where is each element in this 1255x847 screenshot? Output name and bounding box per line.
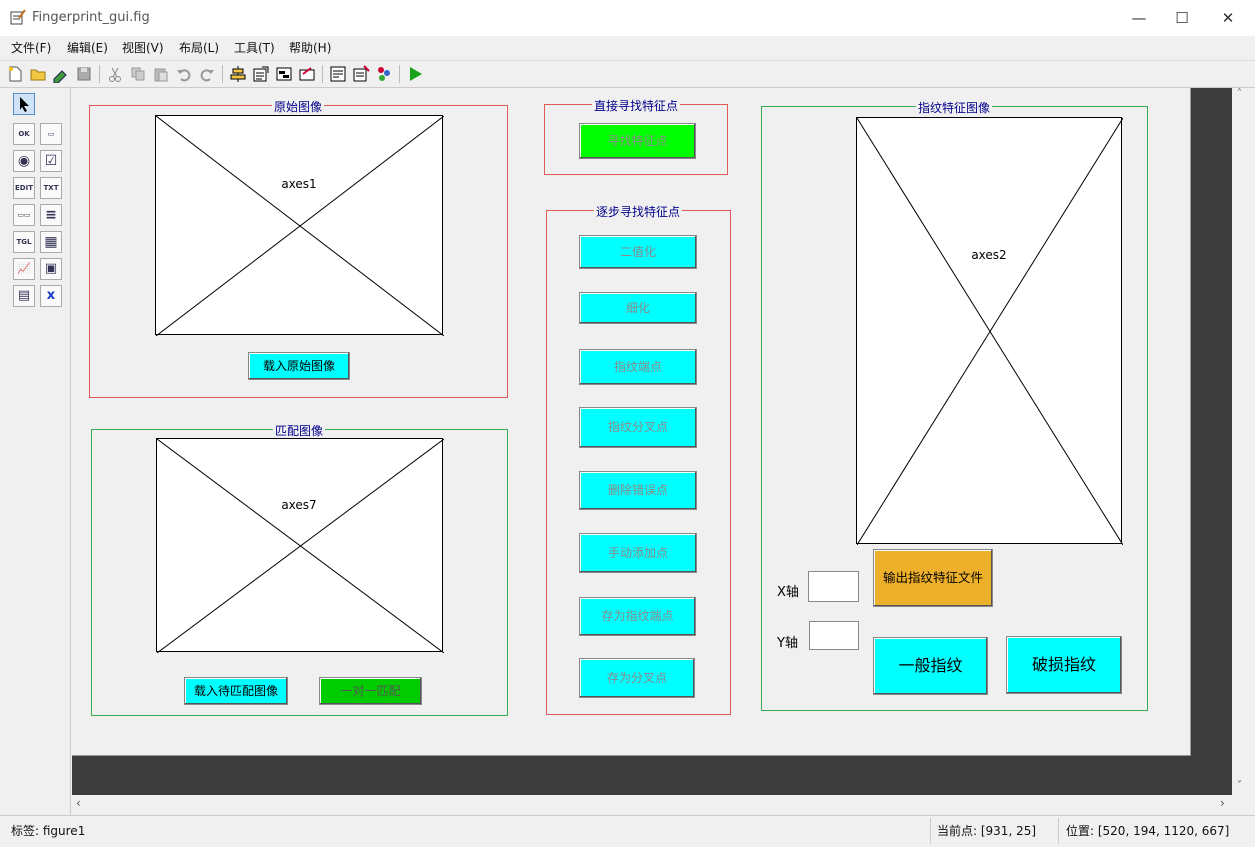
save-as-icon[interactable] xyxy=(52,65,70,83)
one-to-one-match-button[interactable]: 一对一匹配 xyxy=(319,677,422,705)
axes2-placeholder-cross xyxy=(857,118,1123,545)
x-axis-label: X轴 xyxy=(777,585,799,600)
toolbar-separator xyxy=(322,65,323,83)
stepwise-find-panel-title: 逐步寻找特征点 xyxy=(593,203,683,220)
y-axis-label: Y轴 xyxy=(777,636,798,651)
tab-order-icon[interactable] xyxy=(275,65,293,83)
menu-edit[interactable]: 编辑(E) xyxy=(67,41,108,55)
title-bar: Fingerprint_gui.fig — ☐ ✕ xyxy=(0,0,1255,36)
vertical-scrollbar[interactable]: ˄ ˅ xyxy=(1232,88,1251,795)
save-bifurcations-button[interactable]: 存为分叉点 xyxy=(579,658,695,698)
table-tool-icon[interactable]: ▦ xyxy=(40,231,62,253)
maximize-button[interactable]: ☐ xyxy=(1175,9,1189,27)
minimize-button[interactable]: — xyxy=(1131,9,1147,27)
axes2[interactable] xyxy=(856,117,1123,545)
edit-text-tool-icon[interactable]: EDIT xyxy=(13,177,35,199)
status-current-point: 当前点: [931, 25] xyxy=(937,824,1037,838)
editor-icon[interactable] xyxy=(329,65,347,83)
toolbar-separator xyxy=(399,65,400,83)
y-axis-input[interactable] xyxy=(809,621,859,650)
load-original-button[interactable]: 载入原始图像 xyxy=(248,352,350,380)
property-inspector-icon[interactable] xyxy=(352,65,370,83)
toolbar-separator xyxy=(99,65,100,83)
copy-icon[interactable] xyxy=(129,65,147,83)
menu-tools[interactable]: 工具(T) xyxy=(234,41,275,55)
direct-find-panel-title: 直接寻找特征点 xyxy=(591,97,681,114)
window-title: Fingerprint_gui.fig xyxy=(32,10,150,25)
object-browser-icon[interactable] xyxy=(375,65,393,83)
component-palette: OK ▭ ◉ ☑ EDIT TXT ▭▭ ≡ TGL ▦ 📈 ▣ ▤ ⅹ xyxy=(4,88,71,816)
axes1-label: axes1 xyxy=(281,177,317,191)
menu-file[interactable]: 文件(F) xyxy=(11,41,52,55)
activex-tool-icon[interactable]: ⅹ xyxy=(40,285,62,307)
axes1-placeholder-cross xyxy=(156,116,444,336)
listbox-tool-icon[interactable]: ≡ xyxy=(40,204,62,226)
menu-bar: 文件(F) 编辑(E) 视图(V) 布局(L) 工具(T) 帮助(H) xyxy=(0,36,1255,58)
normal-fingerprint-button[interactable]: 一般指纹 xyxy=(873,637,988,695)
panel-tool-icon[interactable]: ▣ xyxy=(40,258,62,280)
scroll-right-icon[interactable]: › xyxy=(1220,796,1225,810)
fig-file-icon xyxy=(10,9,26,25)
status-position: 位置: [520, 194, 1120, 667] xyxy=(1066,824,1230,838)
scroll-left-icon[interactable]: ‹ xyxy=(76,796,81,810)
axes7-label: axes7 xyxy=(281,498,317,512)
run-icon[interactable] xyxy=(406,65,424,83)
damaged-fingerprint-button[interactable]: 破损指纹 xyxy=(1006,636,1122,694)
stepwise-find-panel[interactable] xyxy=(546,210,731,715)
menu-layout[interactable]: 布局(L) xyxy=(179,41,220,55)
static-text-tool-icon[interactable]: TXT xyxy=(40,177,62,199)
radio-button-tool-icon[interactable]: ◉ xyxy=(13,150,35,172)
undo-icon[interactable] xyxy=(175,65,193,83)
bifurcation-point-button[interactable]: 指纹分叉点 xyxy=(579,407,697,448)
close-button[interactable]: ✕ xyxy=(1221,9,1235,27)
ridge-endpoint-button[interactable]: 指纹端点 xyxy=(579,349,697,385)
delete-error-points-button[interactable]: 删除错误点 xyxy=(579,471,697,510)
horizontal-scrollbar[interactable]: ‹ › xyxy=(72,796,1232,813)
find-features-button[interactable]: 寻找特征点 xyxy=(579,123,696,159)
menu-editor-icon[interactable] xyxy=(252,65,270,83)
toggle-button-tool-icon[interactable]: TGL xyxy=(13,231,35,253)
thinning-button[interactable]: 细化 xyxy=(579,292,697,324)
menu-help[interactable]: 帮助(H) xyxy=(289,41,332,55)
axes2-label: axes2 xyxy=(971,248,1007,262)
load-match-button[interactable]: 载入待匹配图像 xyxy=(184,677,288,705)
new-file-icon[interactable] xyxy=(6,65,24,83)
scroll-up-icon[interactable]: ˄ xyxy=(1237,88,1242,99)
status-tag: 标签: figure1 xyxy=(11,824,86,838)
cut-icon[interactable] xyxy=(106,65,124,83)
feature-image-panel-title: 指纹特征图像 xyxy=(915,99,993,116)
axes1[interactable] xyxy=(155,115,444,336)
open-folder-icon[interactable] xyxy=(29,65,47,83)
select-tool-icon[interactable] xyxy=(13,93,35,115)
match-image-panel-title: 匹配图像 xyxy=(272,422,326,439)
popup-menu-tool-icon[interactable]: ▭▭ xyxy=(13,204,35,226)
menu-view[interactable]: 视图(V) xyxy=(122,41,164,55)
manual-add-point-button[interactable]: 手动添加点 xyxy=(579,533,697,573)
paste-icon[interactable] xyxy=(152,65,170,83)
status-divider xyxy=(1058,818,1059,844)
axes7[interactable] xyxy=(156,438,444,653)
button-group-tool-icon[interactable]: ▤ xyxy=(13,285,35,307)
binarize-button[interactable]: 二值化 xyxy=(579,235,697,269)
toolbar-separator xyxy=(222,65,223,83)
slider-tool-icon[interactable]: ▭ xyxy=(40,123,62,145)
toolbar-editor-icon[interactable] xyxy=(298,65,316,83)
save-icon[interactable] xyxy=(75,65,93,83)
toolbar xyxy=(0,60,1255,88)
status-bar: 标签: figure1 当前点: [931, 25] 位置: [520, 194… xyxy=(0,815,1255,847)
original-image-panel-title: 原始图像 xyxy=(271,98,325,115)
axes-tool-icon[interactable]: 📈 xyxy=(13,258,35,280)
scroll-down-icon[interactable]: ˅ xyxy=(1237,780,1242,791)
checkbox-tool-icon[interactable]: ☑ xyxy=(40,150,62,172)
x-axis-input[interactable] xyxy=(808,571,859,602)
push-button-tool-icon[interactable]: OK xyxy=(13,123,35,145)
axes7-placeholder-cross xyxy=(157,439,444,653)
save-endpoints-button[interactable]: 存为指纹端点 xyxy=(579,597,696,636)
align-icon[interactable] xyxy=(229,65,247,83)
status-divider xyxy=(930,818,931,844)
redo-icon[interactable] xyxy=(198,65,216,83)
export-features-button[interactable]: 输出指纹特征文件 xyxy=(873,549,993,607)
